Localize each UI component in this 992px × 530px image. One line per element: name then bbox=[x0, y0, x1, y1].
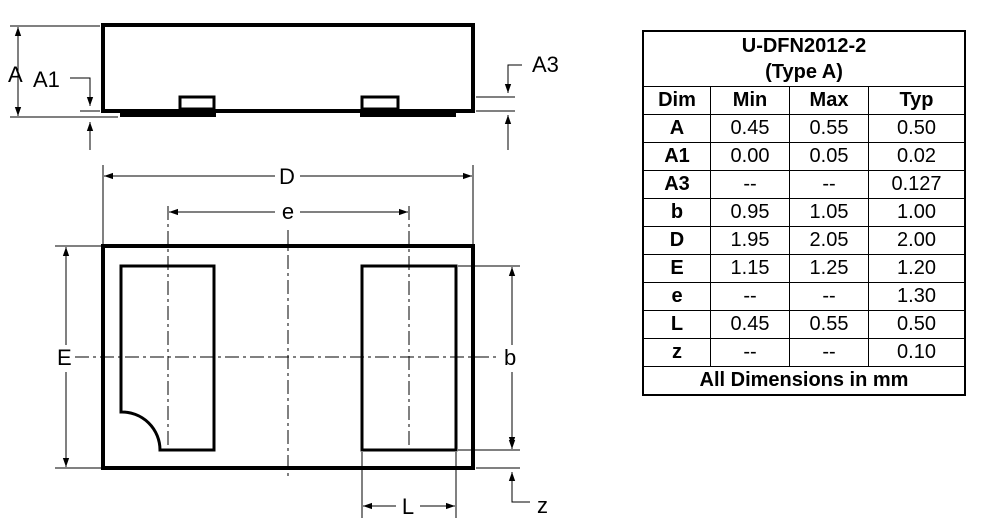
cell-dim: L bbox=[642, 310, 711, 339]
pad-left-pin1 bbox=[119, 264, 216, 452]
dim-line-z bbox=[508, 472, 530, 503]
label-E: E bbox=[57, 345, 72, 370]
table-title-line1: U-DFN2012-2 bbox=[741, 35, 867, 57]
bottom-view bbox=[55, 165, 530, 518]
header-dim: Dim bbox=[642, 86, 711, 115]
cell-min: 1.95 bbox=[710, 226, 790, 255]
table-header-row: Dim Min Max Typ bbox=[642, 86, 966, 115]
cell-typ: 0.50 bbox=[868, 310, 966, 339]
header-min: Min bbox=[710, 86, 790, 115]
cell-dim: A1 bbox=[642, 142, 711, 171]
cell-typ: 0.127 bbox=[868, 170, 966, 199]
cell-dim: e bbox=[642, 282, 711, 311]
table-title: U-DFN2012-2 (Type A) bbox=[642, 30, 966, 87]
cell-dim: z bbox=[642, 338, 711, 367]
side-pad-left bbox=[178, 95, 216, 111]
cell-typ: 2.00 bbox=[868, 226, 966, 255]
table-row: e----1.30 bbox=[642, 282, 966, 311]
side-view bbox=[10, 23, 522, 150]
cell-min: 1.15 bbox=[710, 254, 790, 283]
table-title-line2: (Type A) bbox=[765, 61, 843, 83]
cell-max: 0.55 bbox=[789, 310, 869, 339]
cell-max: 2.05 bbox=[789, 226, 869, 255]
label-z: z bbox=[537, 493, 548, 518]
cell-dim: A bbox=[642, 114, 711, 143]
cell-min: -- bbox=[710, 338, 790, 367]
cell-min: 0.00 bbox=[710, 142, 790, 171]
cell-dim: A3 bbox=[642, 170, 711, 199]
cell-typ: 1.30 bbox=[868, 282, 966, 311]
cell-max: 0.55 bbox=[789, 114, 869, 143]
side-pad-right bbox=[360, 95, 400, 111]
side-terminal-left bbox=[120, 112, 216, 117]
header-typ: Typ bbox=[868, 86, 966, 115]
label-L: L bbox=[402, 494, 414, 519]
cell-max: -- bbox=[789, 170, 869, 199]
side-body bbox=[101, 23, 475, 113]
label-e: e bbox=[282, 199, 294, 224]
side-terminal-right bbox=[360, 112, 456, 117]
cell-dim: E bbox=[642, 254, 711, 283]
table-row: z----0.10 bbox=[642, 338, 966, 367]
label-D: D bbox=[279, 164, 295, 189]
cell-max: -- bbox=[789, 338, 869, 367]
cell-typ: 0.02 bbox=[868, 142, 966, 171]
label-A3: A3 bbox=[532, 52, 559, 77]
cell-max: 1.05 bbox=[789, 198, 869, 227]
cell-dim: b bbox=[642, 198, 711, 227]
table-footer: All Dimensions in mm bbox=[642, 366, 966, 396]
cell-max: -- bbox=[789, 282, 869, 311]
label-A: A bbox=[8, 62, 23, 87]
cell-min: 0.45 bbox=[710, 114, 790, 143]
package-drawing: A A1 A3 bbox=[8, 23, 559, 519]
table-row: A3----0.127 bbox=[642, 170, 966, 199]
cell-min: -- bbox=[710, 282, 790, 311]
cell-dim: D bbox=[642, 226, 711, 255]
cell-max: 0.05 bbox=[789, 142, 869, 171]
label-b: b bbox=[504, 345, 516, 370]
label-A1: A1 bbox=[33, 67, 60, 92]
dim-line-A1 bbox=[70, 77, 94, 106]
cell-min: 0.95 bbox=[710, 198, 790, 227]
cell-max: 1.25 bbox=[789, 254, 869, 283]
cell-min: 0.45 bbox=[710, 310, 790, 339]
cell-typ: 0.50 bbox=[868, 114, 966, 143]
dim-line-A3 bbox=[504, 64, 522, 93]
cell-typ: 1.20 bbox=[868, 254, 966, 283]
cell-typ: 1.00 bbox=[868, 198, 966, 227]
cell-typ: 0.10 bbox=[868, 338, 966, 367]
header-max: Max bbox=[789, 86, 869, 115]
cell-min: -- bbox=[710, 170, 790, 199]
